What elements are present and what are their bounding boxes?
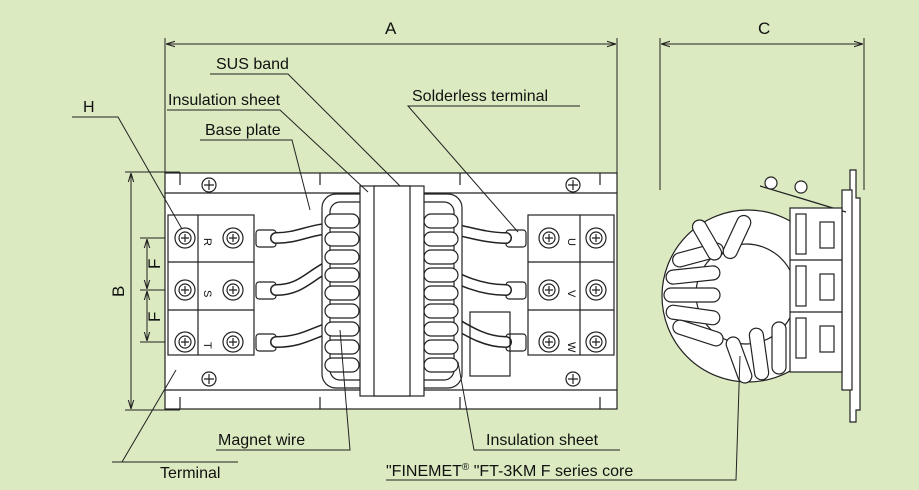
side-view	[661, 169, 861, 423]
dim-f-label-1: F	[145, 259, 164, 269]
nameplate	[469, 311, 511, 377]
dimension-lines	[125, 38, 865, 411]
plate-screws	[201, 177, 581, 387]
dim-c-label: C	[758, 19, 770, 38]
toroid-windings	[663, 214, 787, 384]
dim-h-label: H	[83, 99, 95, 116]
terminal-mark-s: S	[201, 290, 213, 297]
terminal-mark-v: V	[565, 290, 577, 298]
terminal-mark-r: R	[201, 238, 213, 246]
label-core: "FINEMET® "FT-3KM F series core	[386, 462, 633, 480]
label-insulation-sheet-top: Insulation sheet	[168, 92, 281, 109]
dim-f-label-2: F	[145, 312, 164, 322]
dim-a-label: A	[385, 19, 397, 38]
label-solderless-terminal: Solderless terminal	[412, 88, 548, 105]
label-insulation-sheet-bottom: Insulation sheet	[486, 432, 599, 449]
label-base-plate: Base plate	[205, 122, 281, 139]
left-terminal-block	[167, 214, 255, 356]
sus-band	[359, 185, 425, 397]
right-terminal-block	[527, 214, 615, 356]
label-sus-band: SUS band	[216, 56, 289, 73]
terminal-mark-w: W	[565, 342, 577, 353]
dim-b-label: B	[109, 286, 128, 297]
terminal-mark-t: T	[201, 342, 213, 349]
label-magnet-wire: Magnet wire	[218, 432, 305, 449]
terminal-mark-u: U	[565, 238, 577, 246]
label-terminal: Terminal	[160, 465, 220, 482]
leader-lines	[72, 73, 741, 481]
